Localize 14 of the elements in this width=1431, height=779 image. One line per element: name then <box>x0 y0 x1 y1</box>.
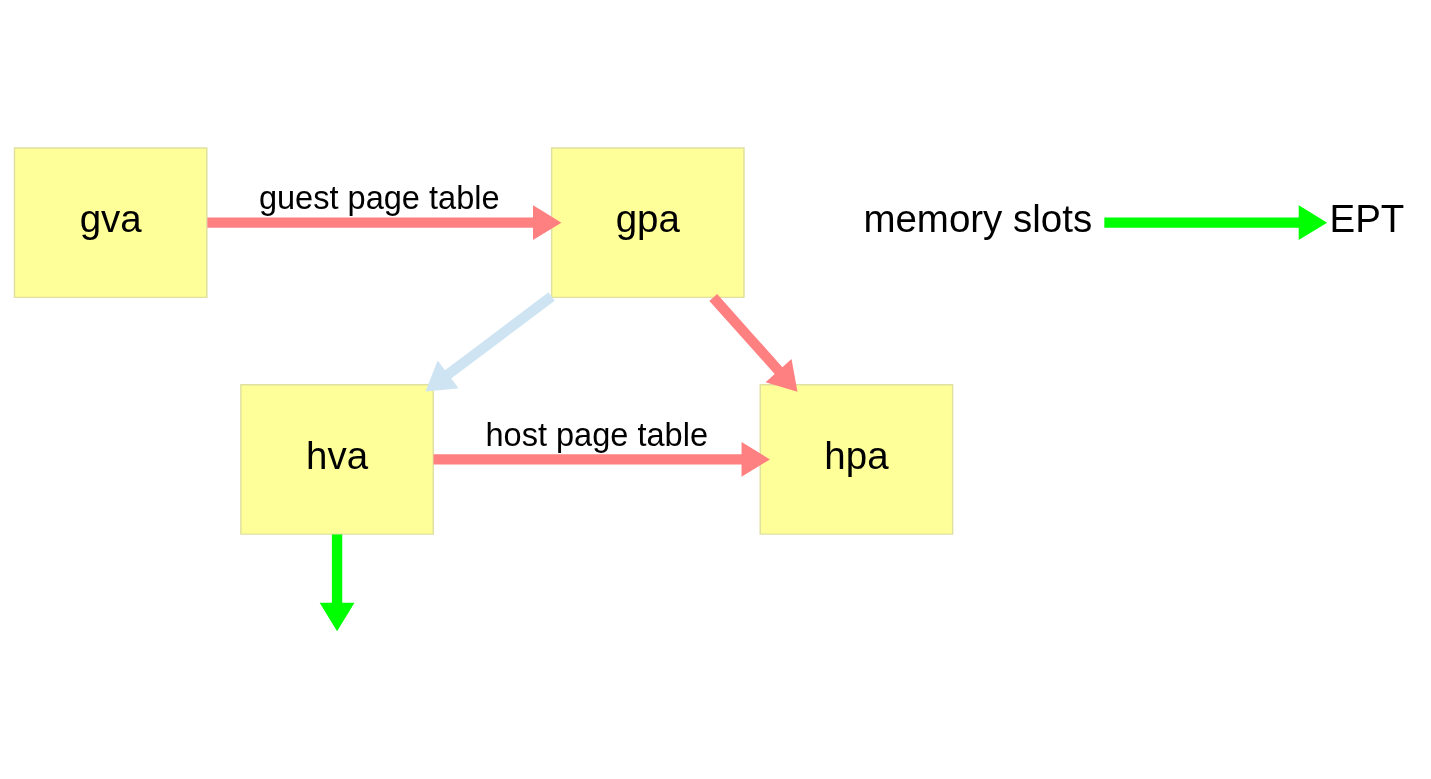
node-text: memory slots <box>863 196 1093 240</box>
arrow <box>207 204 562 240</box>
node-box: hva <box>240 383 434 535</box>
arrow <box>709 293 798 392</box>
node-box: gpa <box>550 146 745 298</box>
node-text: EPT <box>1329 196 1405 240</box>
arrow <box>1104 204 1328 240</box>
arrow <box>319 533 355 631</box>
arrow <box>433 441 770 477</box>
node-box: gva <box>13 146 208 298</box>
edge-label: guest page table <box>258 179 500 216</box>
node-box: hpa <box>759 383 954 535</box>
arrow <box>425 291 555 391</box>
edge-label: host page table <box>485 415 709 452</box>
